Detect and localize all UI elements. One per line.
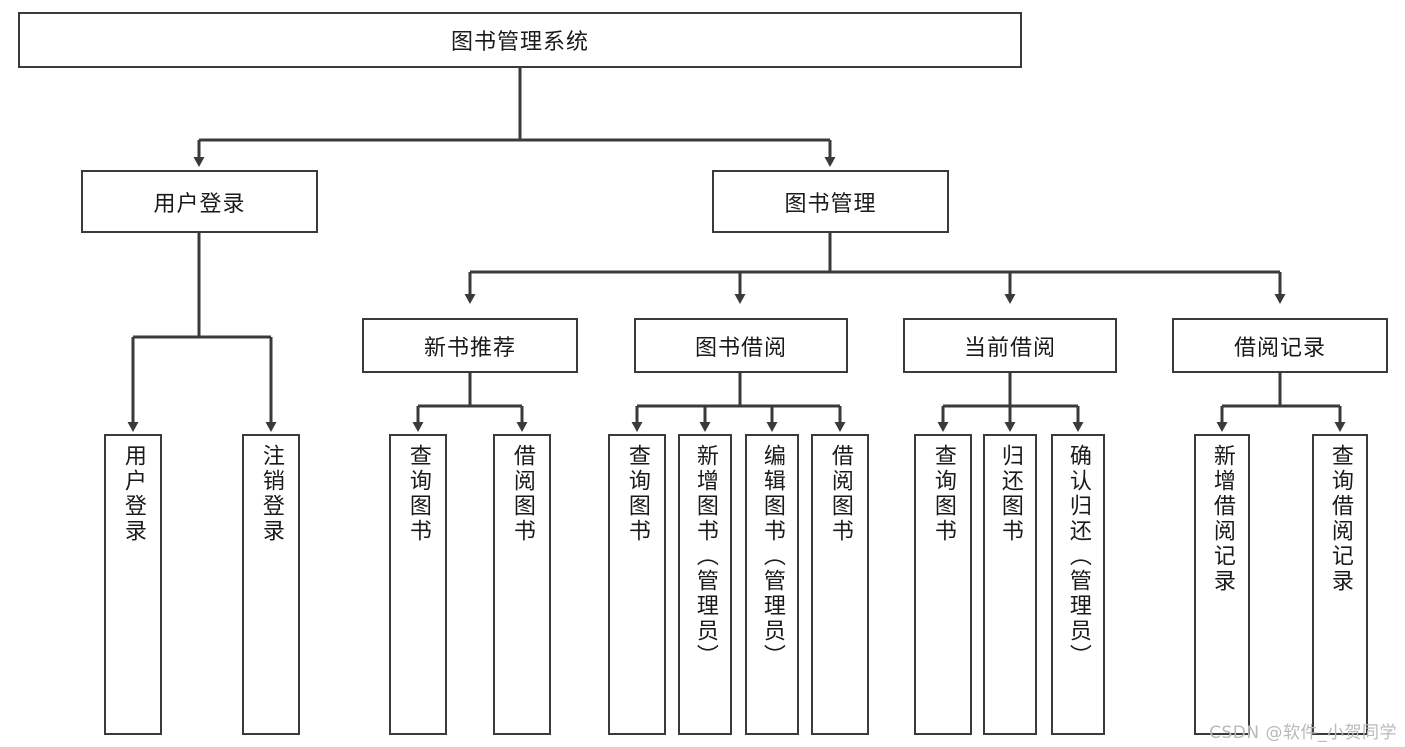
leaf-new-book-borrow[interactable]: 借阅图书: [493, 434, 551, 735]
leaf-record-add-borrow-record[interactable]: 新增借阅记录: [1194, 434, 1250, 735]
node-book-borrow[interactable]: 图书借阅: [634, 318, 848, 373]
leaf-label: 确认归还（管理员）: [1065, 444, 1091, 669]
node-book-management[interactable]: 图书管理: [712, 170, 949, 233]
leaf-label: 查询借阅记录: [1327, 444, 1353, 594]
node-current-borrow-label: 当前借阅: [963, 335, 1056, 361]
node-root-label: 图书管理系统: [450, 30, 589, 55]
leaf-label: 借阅图书: [827, 444, 853, 544]
node-new-book-recommend-label: 新书推荐: [423, 335, 516, 361]
leaf-new-book-query[interactable]: 查询图书: [389, 434, 447, 735]
leaf-label: 注销登录: [258, 444, 284, 544]
leaf-label: 新增借阅记录: [1209, 444, 1235, 594]
leaf-label: 编辑图书（管理员）: [759, 444, 785, 669]
leaf-label: 查询图书: [930, 444, 956, 544]
leaf-current-query-book[interactable]: 查询图书: [914, 434, 972, 735]
node-borrow-record-label: 借阅记录: [1233, 335, 1326, 361]
leaf-label: 用户登录: [120, 444, 146, 544]
leaf-label: 新增图书（管理员）: [692, 444, 718, 669]
node-borrow-record[interactable]: 借阅记录: [1172, 318, 1388, 373]
leaf-current-return-book[interactable]: 归还图书: [983, 434, 1037, 735]
leaf-label: 查询图书: [405, 444, 431, 544]
leaf-label: 借阅图书: [509, 444, 535, 544]
leaf-user-login-signin[interactable]: 用户登录: [104, 434, 162, 735]
node-current-borrow[interactable]: 当前借阅: [903, 318, 1117, 373]
node-user-login[interactable]: 用户登录: [81, 170, 318, 233]
leaf-borrow-query-book[interactable]: 查询图书: [608, 434, 666, 735]
node-root-book-management-system[interactable]: 图书管理系统: [18, 12, 1022, 68]
node-book-management-label: 图书管理: [784, 191, 877, 217]
leaf-borrow-edit-book-admin[interactable]: 编辑图书（管理员）: [745, 434, 799, 735]
node-book-borrow-label: 图书借阅: [694, 335, 787, 361]
leaf-record-query-borrow-record[interactable]: 查询借阅记录: [1312, 434, 1368, 735]
node-new-book-recommend[interactable]: 新书推荐: [362, 318, 578, 373]
csdn-watermark: CSDN @软件_小贺同学: [1209, 723, 1397, 743]
leaf-borrow-borrow-book[interactable]: 借阅图书: [811, 434, 869, 735]
node-user-login-label: 用户登录: [153, 191, 246, 217]
leaf-current-confirm-return-admin[interactable]: 确认归还（管理员）: [1051, 434, 1105, 735]
leaf-label: 查询图书: [624, 444, 650, 544]
leaf-borrow-add-book-admin[interactable]: 新增图书（管理员）: [678, 434, 732, 735]
leaf-user-login-signout[interactable]: 注销登录: [242, 434, 300, 735]
leaf-label: 归还图书: [997, 444, 1023, 544]
